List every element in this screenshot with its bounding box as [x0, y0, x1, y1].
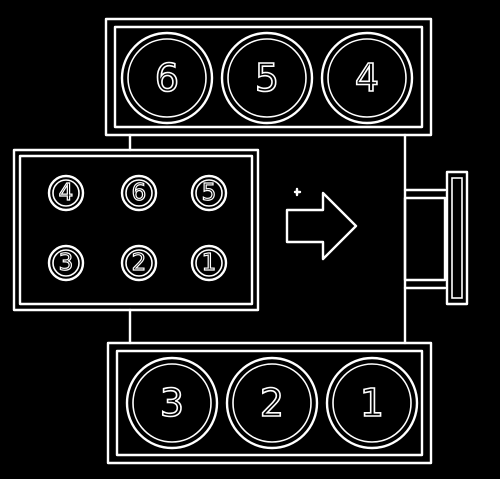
bottom-bank-outer-frame — [106, 341, 433, 465]
cylinder-bore-inner — [127, 38, 207, 118]
cylinder-top-middle: 5 — [220, 31, 314, 125]
coil-terminal-ring-inner — [125, 249, 153, 277]
coil-terminal-ring — [190, 244, 228, 282]
coil-terminal-top-right: 5 — [190, 174, 228, 212]
cylinder-number: 4 — [355, 56, 379, 100]
engine-block-outline — [128, 133, 407, 345]
coil-terminal-ring — [120, 174, 158, 212]
cylinder-number: 3 — [160, 381, 184, 425]
front-direction-arrow-icon — [285, 187, 358, 261]
crankshaft-pulley-icon — [403, 170, 469, 306]
coil-terminal-number: 5 — [202, 180, 217, 206]
cylinder-top-right: 4 — [320, 31, 414, 125]
coil-terminal-number: 4 — [59, 180, 74, 206]
coil-terminal-number: 2 — [132, 250, 147, 276]
coil-pack-inner-frame — [18, 154, 254, 306]
coil-terminal-ring — [47, 174, 85, 212]
coil-terminal-ring-inner — [195, 179, 223, 207]
coil-terminal-bottom-left: 3 — [47, 244, 85, 282]
cylinder-bottom-middle: 2 — [225, 356, 319, 450]
pulley-face-outer — [445, 170, 469, 306]
coil-terminal-ring — [47, 244, 85, 282]
coil-terminal-top-middle: 6 — [120, 174, 158, 212]
top-bank-inner-frame — [113, 25, 424, 129]
pulley-hub — [403, 196, 447, 282]
cylinder-bore — [125, 356, 219, 450]
bottom-cylinder-bank: 3 2 1 — [106, 341, 433, 465]
coil-terminal-number: 3 — [59, 250, 74, 276]
cylinder-bore — [325, 356, 419, 450]
cylinder-bore — [220, 31, 314, 125]
arrow-mark — [293, 187, 302, 197]
coil-terminal-ring-inner — [52, 249, 80, 277]
cylinder-number: 1 — [360, 381, 384, 425]
coil-terminal-bottom-middle: 2 — [120, 244, 158, 282]
coil-terminal-ring-inner — [195, 249, 223, 277]
coil-terminal-top-left: 4 — [47, 174, 85, 212]
arrow-outline — [285, 191, 358, 261]
coil-pack-outer-frame — [12, 148, 260, 312]
cylinder-bore-inner — [327, 38, 407, 118]
top-cylinder-bank: 6 5 4 — [104, 17, 433, 137]
cylinder-top-left: 6 — [120, 31, 214, 125]
coil-terminal-bottom-right: 1 — [190, 244, 228, 282]
pulley-face-inner — [451, 177, 463, 299]
coil-terminal-number: 1 — [202, 250, 217, 276]
cylinder-bore-inner — [332, 363, 412, 443]
bottom-bank-inner-frame — [115, 349, 424, 457]
cylinder-bore — [120, 31, 214, 125]
cylinder-bottom-left: 3 — [125, 356, 219, 450]
cylinder-bottom-right: 1 — [325, 356, 419, 450]
coil-terminal-ring-inner — [52, 179, 80, 207]
coil-terminal-ring — [120, 244, 158, 282]
coil-terminal-ring-inner — [125, 179, 153, 207]
cylinder-bore-inner — [227, 38, 307, 118]
cylinder-number: 5 — [255, 56, 279, 100]
cylinder-number: 6 — [155, 56, 179, 100]
cylinder-bore-inner — [232, 363, 312, 443]
cylinder-bore — [225, 356, 319, 450]
top-bank-outer-frame — [104, 17, 433, 137]
cylinder-number: 2 — [260, 381, 284, 425]
cylinder-bore-inner — [132, 363, 212, 443]
coil-terminal-ring — [190, 174, 228, 212]
coil-terminal-number: 6 — [132, 180, 147, 206]
coil-pack: 4 6 5 3 2 1 — [12, 148, 260, 312]
cylinder-bore — [320, 31, 414, 125]
